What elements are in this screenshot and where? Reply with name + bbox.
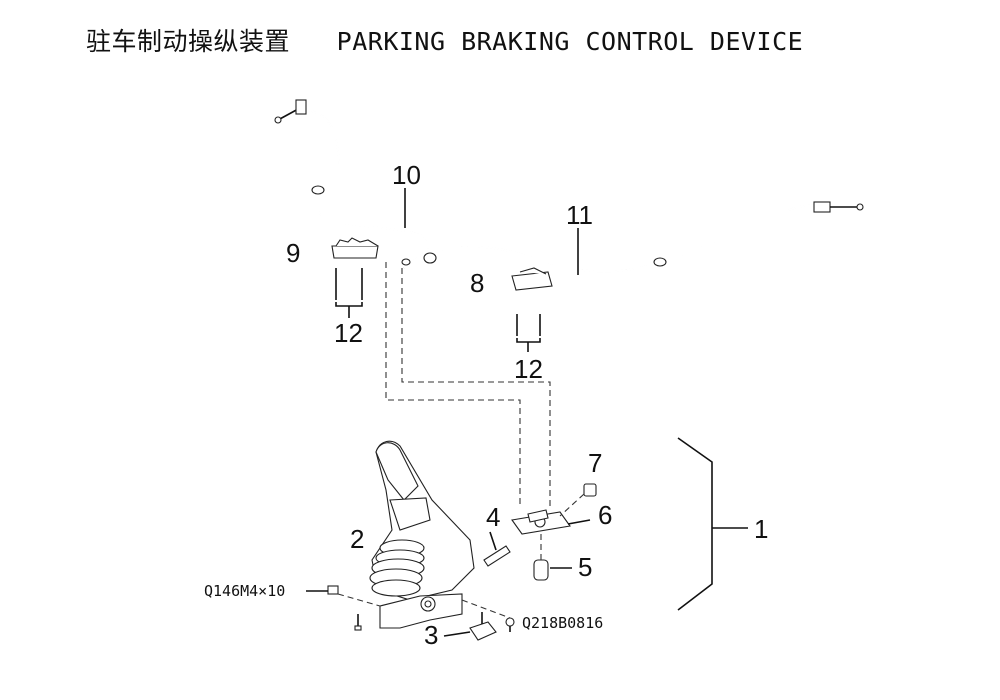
callout-1: 1	[754, 514, 768, 544]
callout-8: 8	[470, 268, 484, 298]
callout-4: 4	[486, 502, 500, 532]
bolt-q218b0816	[461, 599, 515, 632]
callout-12-right: 12	[514, 354, 543, 384]
leader-12b	[516, 338, 541, 352]
leader-12a	[335, 302, 363, 318]
callout-2: 2	[350, 524, 364, 554]
title-english: PARKING BRAKING CONTROL DEVICE	[336, 27, 804, 56]
part-code-left-bolt: Q146M4×10	[204, 582, 285, 600]
diagram-title: 驻车制动操纵装置 PARKING BRAKING CONTROL DEVICE	[86, 22, 803, 58]
callout-10: 10	[392, 160, 421, 190]
callout-12-left: 12	[334, 318, 363, 348]
bracket-8	[511, 267, 553, 336]
callout-5: 5	[578, 552, 592, 582]
callout-9: 9	[286, 238, 300, 268]
lever-assembly-2	[354, 440, 475, 631]
nut-7	[559, 483, 597, 517]
cable-11	[423, 201, 864, 273]
callout-3: 3	[424, 620, 438, 650]
spring-4	[483, 531, 511, 567]
clip-3	[443, 612, 497, 641]
callout-6: 6	[598, 500, 612, 530]
equalizer-6	[511, 509, 591, 535]
routing-line-left	[385, 262, 521, 508]
bracket-9	[331, 237, 379, 300]
cable-10	[274, 99, 430, 269]
adjuster-5	[533, 534, 572, 581]
routing-line-right	[401, 268, 551, 508]
callout-11: 11	[566, 200, 593, 230]
boot-bellows	[369, 539, 425, 597]
part-code-right-bolt: Q218B0816	[522, 614, 603, 632]
callout-7: 7	[588, 448, 602, 478]
bolt-q146m4	[306, 585, 381, 607]
assembly-1-brace	[677, 437, 748, 611]
title-chinese: 驻车制动操纵装置	[86, 27, 291, 56]
